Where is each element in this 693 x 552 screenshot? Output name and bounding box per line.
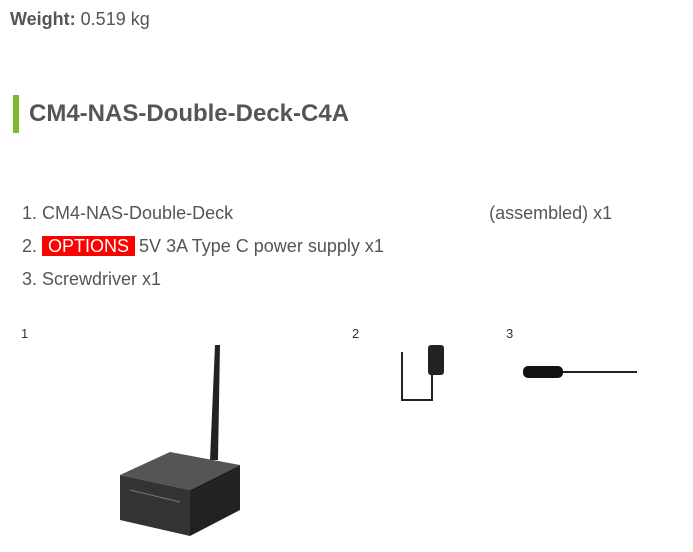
- image-label: 2: [352, 326, 360, 341]
- item-text: CM4-NAS-Double-Deck: [42, 203, 234, 223]
- item-text: 5V 3A Type C power supply x1: [139, 236, 384, 256]
- nas-device-image: [120, 345, 240, 536]
- weight-label: Weight:: [10, 9, 76, 29]
- weight-spec: Weight: 0.519 kg: [10, 9, 150, 30]
- item-number: 3.: [22, 269, 38, 289]
- image-label: 3: [506, 326, 514, 341]
- item-text: (assembled) x1: [489, 203, 613, 223]
- section-heading: CM4-NAS-Double-Deck-C4A: [13, 95, 349, 133]
- screwdriver-image: [523, 366, 637, 378]
- list-item: 3. Screwdriver x1: [22, 263, 612, 296]
- weight-value: 0.519 kg: [80, 9, 150, 29]
- item-number: 2.: [22, 236, 38, 256]
- list-item: 1. CM4-NAS-Double-Deck (assembled) x1: [22, 197, 612, 230]
- image-label: 1: [21, 326, 29, 341]
- options-badge[interactable]: OPTIONS: [42, 236, 136, 256]
- power-supply-image: [401, 345, 444, 401]
- package-contents-list: 1. CM4-NAS-Double-Deck (assembled) x1 2. …: [22, 197, 612, 296]
- item-text: Screwdriver x1: [42, 269, 162, 289]
- item-number: 1.: [22, 203, 38, 223]
